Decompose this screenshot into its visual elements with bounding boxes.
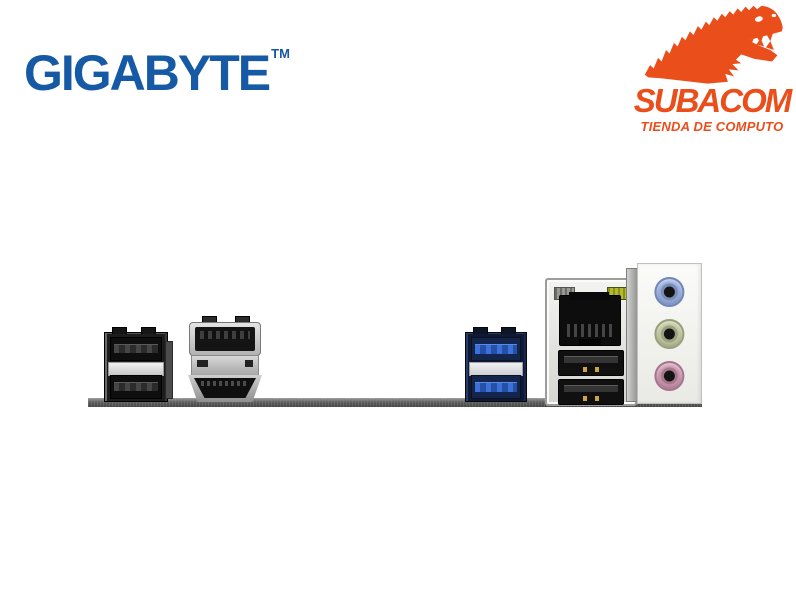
contact-row <box>200 331 250 339</box>
usb-tongue <box>564 356 618 363</box>
ethernet-port <box>559 292 621 346</box>
contact-row <box>201 381 249 386</box>
gigabyte-wordmark: GIGABYTE <box>24 45 271 101</box>
audio-jack-panel <box>637 263 702 404</box>
rj45-latch <box>569 292 609 300</box>
jack-hole <box>663 286 675 298</box>
hdmi-port <box>188 375 262 402</box>
usb-tongue <box>564 385 618 392</box>
usb-port-bottom <box>558 379 624 405</box>
usb2-port-a <box>110 337 162 361</box>
housing-detail <box>245 360 253 367</box>
contact-dots <box>583 367 599 372</box>
display-output-stack <box>188 316 262 402</box>
pcb-edge <box>88 398 702 407</box>
jack-hole <box>663 370 675 382</box>
displayport-port <box>189 322 261 356</box>
rj45-pins <box>567 324 613 337</box>
mic-in-jack <box>653 361 684 391</box>
displayport-opening <box>195 327 255 351</box>
bracket-edge <box>165 341 173 399</box>
store-tagline: TIENDA DE COMPUTO <box>640 119 784 134</box>
trademark-symbol: TM <box>271 46 290 61</box>
mount-tab <box>501 327 516 334</box>
housing-divider <box>108 362 164 376</box>
mount-tab <box>235 316 250 323</box>
line-out-jack <box>653 319 684 349</box>
usb-tongue-blue <box>475 344 517 354</box>
connector-housing <box>191 355 259 376</box>
usb3-port-a <box>471 337 521 361</box>
usb2-port-b <box>110 375 162 399</box>
mount-tab <box>141 327 156 334</box>
trex-dinosaur-icon <box>644 5 783 84</box>
mount-tab <box>202 316 217 323</box>
usb-tongue-blue <box>475 382 517 392</box>
subacom-logo: SUBACOM TIENDA DE COMPUTO <box>632 4 792 133</box>
usb-port-mid <box>558 350 624 376</box>
usb-tongue <box>114 382 158 391</box>
jack-hole <box>663 328 675 340</box>
mount-tab <box>112 327 127 334</box>
usb3-dual-port <box>465 327 527 402</box>
lan-usb-block <box>545 278 637 406</box>
store-name: SUBACOM <box>633 82 793 119</box>
housing-detail <box>197 360 208 367</box>
usb-tongue <box>114 344 158 353</box>
housing-divider <box>469 362 523 376</box>
rj45-notch <box>579 339 601 345</box>
usb3-port-b <box>471 375 521 399</box>
contact-dots <box>583 396 599 401</box>
mount-tab <box>473 327 488 334</box>
usb2-dual-port <box>104 327 173 402</box>
line-in-jack <box>653 277 684 307</box>
